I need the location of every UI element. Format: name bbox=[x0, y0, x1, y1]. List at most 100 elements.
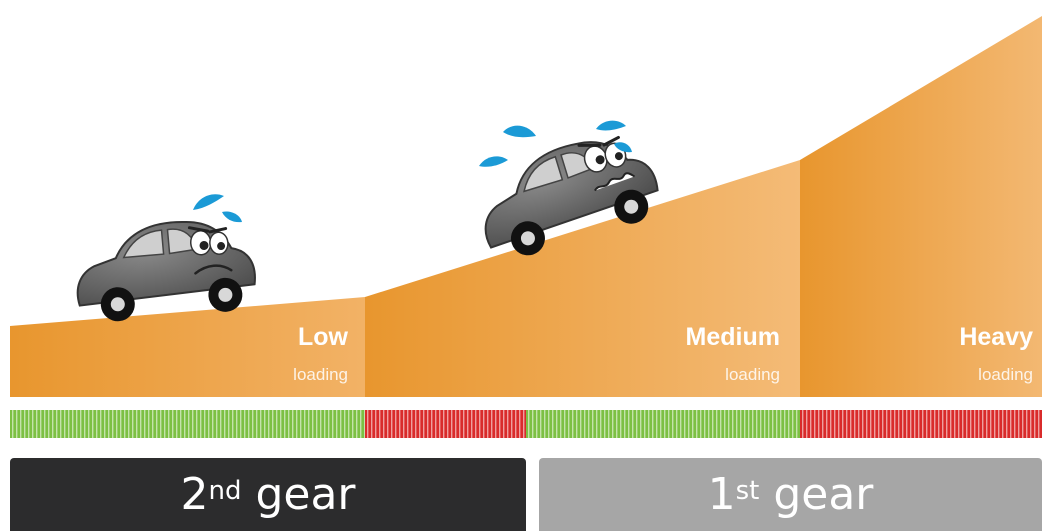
stripe-line bbox=[748, 410, 750, 438]
stripe-line bbox=[922, 410, 924, 438]
stripe-line bbox=[360, 410, 362, 438]
stripe-line bbox=[1026, 410, 1028, 438]
stripe-line bbox=[328, 410, 330, 438]
stripe-line bbox=[336, 410, 338, 438]
stripe-line bbox=[196, 410, 198, 438]
stripe-line bbox=[942, 410, 944, 438]
stripe-line bbox=[511, 410, 513, 438]
stripe-line bbox=[700, 410, 702, 438]
stripe-line bbox=[528, 410, 530, 438]
stripe-line bbox=[344, 410, 346, 438]
stripe-line bbox=[954, 410, 956, 438]
stripe-line bbox=[616, 410, 618, 438]
stripe-line bbox=[443, 410, 445, 438]
stripe-line bbox=[752, 410, 754, 438]
stripe-line bbox=[818, 410, 820, 438]
stripe-line bbox=[684, 410, 686, 438]
stripe-line bbox=[395, 410, 397, 438]
stripe-line bbox=[982, 410, 984, 438]
stripe-line bbox=[383, 410, 385, 438]
stripe-line bbox=[640, 410, 642, 438]
stripe-line bbox=[810, 410, 812, 438]
stripe-line bbox=[44, 410, 46, 438]
car-low-icon bbox=[76, 220, 256, 322]
stripe-line bbox=[970, 410, 972, 438]
stripe-line bbox=[116, 410, 118, 438]
stripe-line bbox=[994, 410, 996, 438]
stripe-line bbox=[870, 410, 872, 438]
stripe-line bbox=[886, 410, 888, 438]
stripe-line bbox=[144, 410, 146, 438]
stripe-line bbox=[784, 410, 786, 438]
stripe-line bbox=[600, 410, 602, 438]
stripe-line bbox=[132, 410, 134, 438]
stripe-line bbox=[764, 410, 766, 438]
stripe-line bbox=[419, 410, 421, 438]
stripe-line bbox=[52, 410, 54, 438]
stripe-line bbox=[612, 410, 614, 438]
stripe-line bbox=[732, 410, 734, 438]
stripe-line bbox=[874, 410, 876, 438]
stripe-line bbox=[608, 410, 610, 438]
stripe-line bbox=[407, 410, 409, 438]
stripe-line bbox=[1006, 410, 1008, 438]
stripe-line bbox=[624, 410, 626, 438]
stripe-line bbox=[760, 410, 762, 438]
stripe-line bbox=[140, 410, 142, 438]
stripe-line bbox=[423, 410, 425, 438]
stripe-line bbox=[978, 410, 980, 438]
stripe-line bbox=[459, 410, 461, 438]
stripe-line bbox=[934, 410, 936, 438]
stripe-line bbox=[950, 410, 952, 438]
stripe-line bbox=[556, 410, 558, 438]
stripe-line bbox=[1038, 410, 1040, 438]
stripe-line bbox=[56, 410, 58, 438]
stripe-line bbox=[411, 410, 413, 438]
load-medium-sublabel: loading bbox=[725, 365, 780, 384]
stripe-line bbox=[636, 410, 638, 438]
stripe-line bbox=[998, 410, 1000, 438]
stripe-line bbox=[1002, 410, 1004, 438]
stripe-line bbox=[96, 410, 98, 438]
gear-1st-number: 1 bbox=[707, 469, 736, 520]
stripe-line bbox=[628, 410, 630, 438]
stripe-line bbox=[36, 410, 38, 438]
stripe-line bbox=[536, 410, 538, 438]
stripe-line bbox=[668, 410, 670, 438]
stripe-line bbox=[564, 410, 566, 438]
stripe-line bbox=[834, 410, 836, 438]
stripe-line bbox=[80, 410, 82, 438]
stripe-line bbox=[652, 410, 654, 438]
stripe-line bbox=[676, 410, 678, 438]
stripe-line bbox=[720, 410, 722, 438]
sweat-drop-icon bbox=[193, 194, 242, 223]
stripe-line bbox=[788, 410, 790, 438]
stripe-line bbox=[664, 410, 666, 438]
stripe-line bbox=[403, 410, 405, 438]
stripe-line bbox=[772, 410, 774, 438]
stripe-line bbox=[260, 410, 262, 438]
stripe-line bbox=[455, 410, 457, 438]
stripe-line bbox=[431, 410, 433, 438]
stripe-line bbox=[188, 410, 190, 438]
stripe-line bbox=[180, 410, 182, 438]
stripe-line bbox=[276, 410, 278, 438]
stripe-line bbox=[680, 410, 682, 438]
sweat-drop-icon bbox=[479, 120, 632, 167]
load-low-label: Low bbox=[298, 323, 349, 351]
ramp-low-segment bbox=[10, 297, 365, 397]
stripe-line bbox=[84, 410, 86, 438]
stripe-line bbox=[814, 410, 816, 438]
stripe-line bbox=[487, 410, 489, 438]
stripe-line bbox=[272, 410, 274, 438]
stripe-line bbox=[966, 410, 968, 438]
stripe-line bbox=[986, 410, 988, 438]
stripe-line bbox=[415, 410, 417, 438]
stripe-line bbox=[962, 410, 964, 438]
stripe-line bbox=[108, 410, 110, 438]
stripe-line bbox=[854, 410, 856, 438]
stripe-line bbox=[24, 410, 26, 438]
stripe-line bbox=[244, 410, 246, 438]
stripe-line bbox=[850, 410, 852, 438]
